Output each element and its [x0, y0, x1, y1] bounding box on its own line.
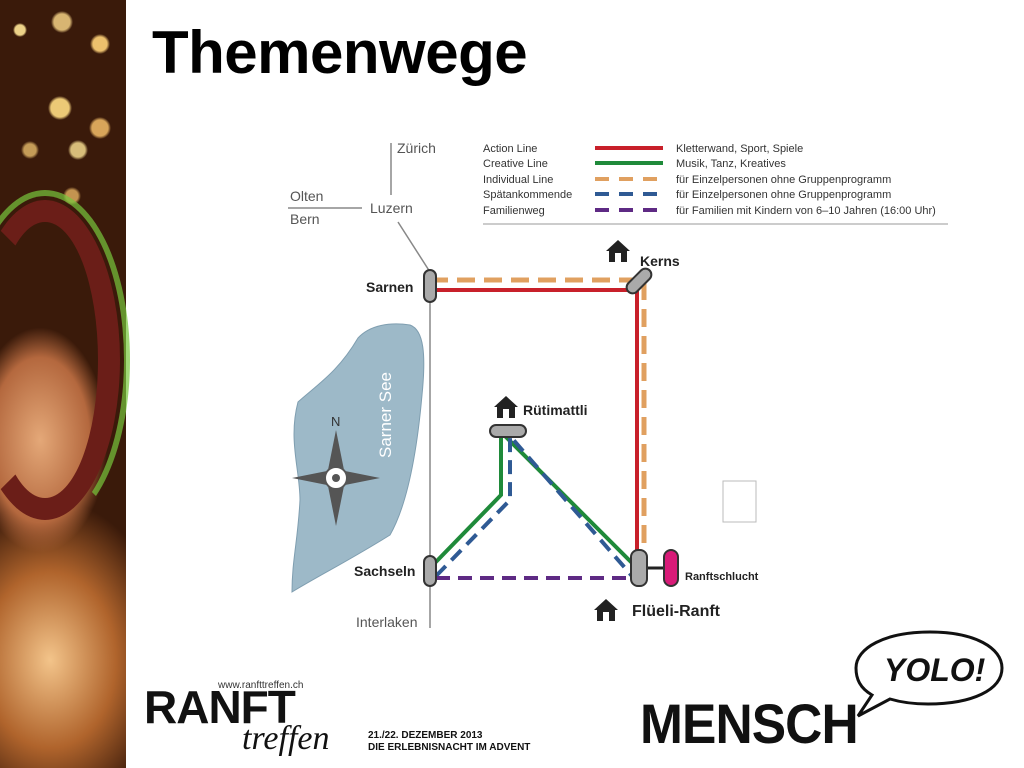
- station-ranftschlucht: [663, 549, 679, 587]
- station-sachseln: [423, 555, 437, 587]
- label-flueli: Flüeli-Ranft: [632, 603, 721, 620]
- legend-name-1: Creative Line: [483, 158, 548, 170]
- house-icon: [494, 396, 518, 418]
- lake-label: Sarner See: [376, 372, 395, 458]
- station-flueli: [630, 549, 648, 587]
- decorative-photo-strip: [0, 0, 130, 768]
- label-luzern: Luzern: [370, 200, 413, 216]
- legend-name-2: Individual Line: [483, 174, 553, 186]
- legend-desc-2: für Einzelpersonen ohne Gruppenprogramm: [676, 174, 891, 186]
- label-ranftschlucht: Ranftschlucht: [685, 571, 759, 583]
- label-bern: Bern: [290, 211, 320, 227]
- legend-name-0: Action Line: [483, 143, 537, 155]
- individual-line-route: [430, 277, 647, 575]
- road-luzern-sarnen: [397, 221, 431, 273]
- station-rutimattli: [489, 424, 527, 438]
- station-sarnen: [423, 269, 437, 303]
- event-date-line: 21./22. DEZEMBER 2013: [368, 730, 483, 741]
- legend-desc-4: für Familien mit Kindern von 6–10 Jahren…: [676, 205, 936, 217]
- label-sarnen: Sarnen: [366, 279, 413, 295]
- house-icon: [594, 599, 618, 621]
- label-kerns: Kerns: [640, 253, 680, 269]
- event-url: www.ranfttreffen.ch: [218, 680, 304, 691]
- ranft-logo-text: RANFT: [144, 681, 296, 733]
- mensch-logo-text: MENSCH: [640, 692, 859, 755]
- legend-name-3: Spätankommende: [483, 189, 572, 201]
- label-sachseln: Sachseln: [354, 563, 415, 579]
- label-rutimattli: Rütimattli: [523, 402, 588, 418]
- legend-desc-0: Kletterwand, Sport, Spiele: [676, 143, 803, 155]
- label-interlaken: Interlaken: [356, 614, 417, 630]
- slide-title: Themenwege: [152, 19, 528, 86]
- legend-desc-1: Musik, Tanz, Kreatives: [676, 158, 786, 170]
- treffen-logo-text: treffen: [242, 720, 330, 757]
- event-tagline: DIE ERLEBNISNACHT IM ADVENT: [368, 742, 531, 753]
- label-olten: Olten: [290, 188, 323, 204]
- compass-label: N: [331, 414, 340, 429]
- house-icon: [606, 240, 630, 262]
- lake-shape: [291, 323, 425, 593]
- event-date: 21./22. DEZEMBER 2013 DIE ERLEBNISNACHT …: [368, 730, 530, 754]
- empty-frame: [722, 480, 757, 523]
- station-kerns: [625, 267, 653, 295]
- creative-line-route: [428, 427, 639, 570]
- legend-desc-3: für Einzelpersonen ohne Gruppenprogramm: [676, 189, 891, 201]
- spaetankommende-route: [434, 430, 634, 578]
- label-zurich: Zürich: [397, 140, 436, 156]
- compass-icon: [292, 430, 380, 526]
- legend: Action Line Creative Line Individual Lin…: [483, 143, 948, 225]
- action-line-route: [430, 288, 639, 568]
- legend-name-4: Familienweg: [483, 205, 545, 217]
